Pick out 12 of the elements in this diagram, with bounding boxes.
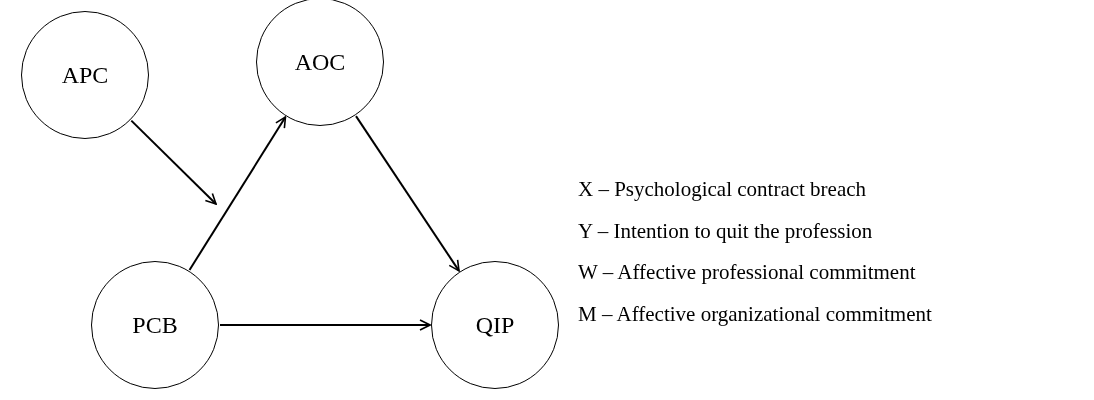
arrow <box>219 319 431 331</box>
arrow <box>355 115 460 272</box>
construct-label: AOC <box>294 48 346 77</box>
construct-label: PCB <box>132 311 178 340</box>
arrow <box>188 116 287 271</box>
definition-text: M – Affective organizational commitment <box>578 300 932 328</box>
definition-text: Y – Intention to quit the profession <box>578 217 873 245</box>
definition-text: X – Psychological contract breach <box>578 176 867 203</box>
construct-label: APC <box>61 61 109 90</box>
arrow <box>130 119 217 205</box>
definition-text: W – Affective professional commitment <box>578 259 916 286</box>
construct-label: QIP <box>475 311 515 340</box>
